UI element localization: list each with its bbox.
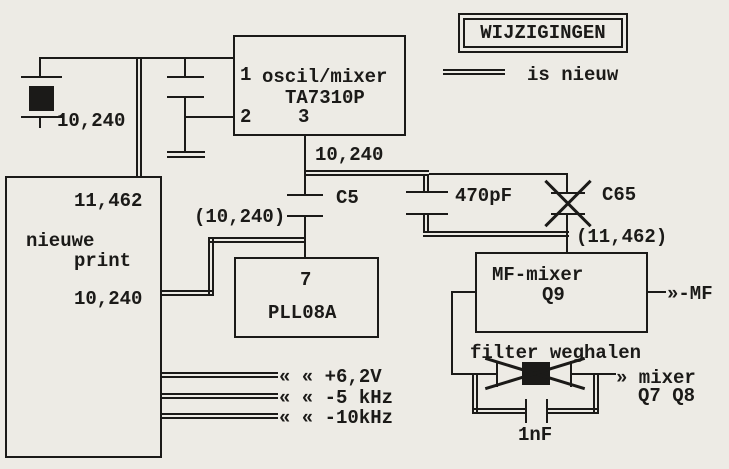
wire-mixer-left-horizontal [451, 291, 475, 293]
cap-pin1-lead [184, 57, 186, 77]
cap-c65-label: C65 [602, 184, 637, 206]
ta7310p-pin3-label: 3 [298, 106, 310, 128]
legend-box-inner-border: WIJZIGINGEN [463, 18, 623, 48]
cap-pin1-plate-top [167, 76, 204, 78]
ta7310p-name-line2: TA7310P [285, 87, 365, 109]
mf-mixer-box [475, 252, 648, 333]
new-wire-bypass-horizontal [423, 231, 569, 237]
new-wire-main-vertical [136, 57, 142, 177]
pin3-freq-label: 10,240 [315, 144, 384, 166]
crystal-body-icon [29, 86, 54, 111]
wire-pin3-vertical [304, 135, 306, 195]
new-wire-board-vertical [208, 237, 214, 296]
cap-470pf-lead-bottom [423, 214, 429, 233]
cap-c5-plate-top [287, 194, 323, 196]
wire-old-path-vertical [566, 173, 568, 193]
board-freq-out-label: 10,240 [74, 288, 143, 310]
ic-ta7310p-box [233, 35, 406, 136]
filter-output-label-line1: » mixer [616, 367, 696, 389]
mf-mixer-name-line2: Q9 [542, 284, 565, 306]
cap-1nf-label: 1nF [518, 424, 553, 446]
new-wire-board-h2 [208, 237, 306, 243]
crystal-plate-bottom [21, 116, 62, 118]
ground-bar-1 [167, 151, 205, 153]
pll08a-name-label: PLL08A [268, 302, 337, 324]
crystal-lead-top [39, 57, 41, 77]
mf-output-label: »-MF [667, 283, 713, 305]
board-output-wire-2 [162, 393, 278, 399]
mf-node-freq-label: (11,462) [576, 226, 668, 248]
new-wire-pin3-horizontal [304, 170, 429, 176]
ground-lead [184, 118, 186, 152]
pll-node-freq-label: (10,240) [194, 206, 286, 228]
cap-c65-plate-bottom [551, 213, 585, 215]
board-output-wire-1 [162, 372, 278, 378]
legend-new-wire-label: is nieuw [527, 64, 619, 86]
cap-470pf-plate-top [406, 191, 448, 193]
cap-1nf-plate-left [525, 399, 527, 423]
crystal-lead-bottom [39, 118, 41, 128]
ta7310p-pin1-label: 1 [240, 64, 252, 86]
filter-plate-left [496, 361, 498, 387]
filter-output-label-line2: Q7 Q8 [638, 385, 696, 407]
board-freq-in-label: 11,462 [74, 190, 143, 212]
new-wire-1nf-bottom-left [472, 408, 526, 414]
legend-new-wire-sample [443, 69, 505, 75]
wire-pin2 [184, 116, 233, 118]
board-name-line1: nieuwe [26, 230, 95, 252]
board-output-label-1: « « +6,2V [279, 366, 382, 388]
cap-pin1-lead-mid [184, 98, 186, 118]
board-output-label-2: « « -5 kHz [279, 387, 394, 409]
cap-c5-label: C5 [336, 187, 359, 209]
board-box [5, 176, 162, 458]
mf-mixer-name-line1: MF-mixer [492, 264, 584, 286]
filter-plate-right [570, 361, 572, 387]
crystal-freq-label: 10,240 [57, 110, 126, 132]
cap-470pf-label: 470pF [455, 185, 513, 207]
ta7310p-pin2-label: 2 [240, 106, 252, 128]
cap-pin1-plate-bottom [167, 96, 204, 98]
wire-mixer-left-vertical [451, 291, 453, 375]
new-wire-1nf-bottom-right [546, 408, 599, 414]
cap-470pf-lead-top [423, 175, 429, 192]
board-output-wire-3 [162, 413, 278, 419]
legend-title: WIJZIGINGEN [480, 21, 606, 44]
cap-1nf-plate-right [546, 399, 548, 423]
cap-c5-plate-bottom [287, 215, 323, 217]
new-wire-1nf-right [593, 374, 599, 414]
ground-bar-2 [167, 156, 205, 158]
new-wire-board-h1 [161, 290, 214, 296]
new-wire-1nf-left [472, 374, 478, 414]
wire-c65-to-mixer [566, 215, 568, 253]
wire-old-path-horizontal [429, 173, 568, 175]
crystal-plate-top [21, 76, 62, 78]
ta7310p-name-line1: oscil/mixer [262, 66, 388, 88]
cap-c65-plate-top [551, 192, 585, 194]
wire-mf-output [648, 291, 666, 293]
board-output-label-3: « « -10kHz [279, 407, 394, 429]
pll08a-pin7-label: 7 [300, 269, 312, 291]
board-name-line2: print [74, 250, 132, 272]
legend-box: WIJZIGINGEN [458, 13, 628, 53]
wire-filter-in [451, 373, 497, 375]
ic-pll08a-box [234, 257, 379, 338]
